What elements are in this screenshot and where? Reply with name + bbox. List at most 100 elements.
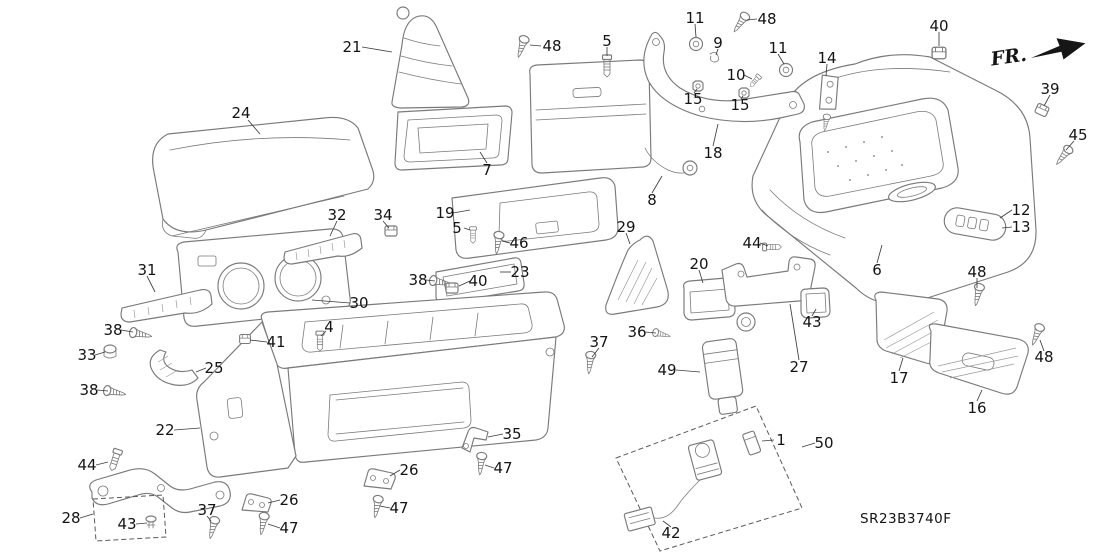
socket-harness-kit-drawing: [615, 405, 803, 552]
tray-panel-drawing: [451, 177, 619, 259]
screw-icon: [651, 327, 672, 341]
part-number-label: 14: [817, 49, 836, 67]
part-number-label: 40: [468, 272, 487, 290]
screw-icon: [474, 451, 488, 477]
part-number-label: 1: [776, 431, 786, 449]
part-number-label: 4: [324, 318, 334, 336]
part-number-label: 21: [342, 38, 361, 56]
part-number-label: 15: [683, 90, 702, 108]
part-number-label: 18: [703, 144, 722, 162]
slide-rail-32-drawing: [283, 233, 363, 265]
screw-icon: [1052, 142, 1076, 169]
direction-indicator: FR.: [988, 38, 1086, 71]
part-number-label: 45: [1068, 126, 1087, 144]
part-number-label: 30: [349, 294, 368, 312]
part-number-label: 11: [685, 9, 704, 27]
part-number-label: 26: [399, 461, 418, 479]
bracket-28-assembly-drawing: [89, 468, 231, 542]
part-number-label: 38: [103, 321, 122, 339]
boot-bezel-drawing: [394, 105, 513, 171]
part-number-label: 27: [789, 358, 808, 376]
side-bracket-25-drawing: [149, 349, 199, 386]
shift-boot-drawing: [391, 6, 470, 109]
pocket-43-drawing: [800, 287, 831, 319]
part-number-label: 41: [266, 333, 285, 351]
part-number-label: 7: [482, 161, 492, 179]
console-stipple: [827, 136, 903, 181]
leader-lines: [79, 18, 1075, 529]
part-number-label: 49: [657, 361, 676, 379]
part-number-label: 8: [647, 191, 657, 209]
clip-icon: [1033, 102, 1051, 118]
clip-icon: [239, 333, 251, 345]
armrest-lid-drawing: [152, 116, 375, 239]
part-number-label: 33: [77, 346, 96, 364]
part-number-label: 48: [1034, 348, 1053, 366]
switch-blank-panel-drawing: [943, 207, 1007, 241]
part-number-label: 9: [713, 34, 723, 52]
part-number-label: 24: [231, 104, 250, 122]
part-number-label: 44: [77, 456, 96, 474]
part-number-label: 42: [661, 524, 680, 542]
part-number-label: 26: [279, 491, 298, 509]
part-number-label: 37: [589, 333, 608, 351]
part-number-label: 19: [435, 204, 454, 222]
part-number-label: 22: [155, 421, 174, 439]
part-number-label: 43: [802, 313, 821, 331]
part-number-label: 36: [627, 323, 646, 341]
part-number-label: 47: [493, 459, 512, 477]
clip-icon: [384, 225, 398, 237]
part-number-label: 6: [872, 261, 882, 279]
part-number-label: 47: [389, 499, 408, 517]
bracket-18-drawing: [643, 31, 805, 123]
part-number-label: 44: [742, 234, 761, 252]
part-number-label: 48: [967, 263, 986, 281]
part-number-label: 31: [137, 261, 156, 279]
console-rear-lid-drawing: [529, 59, 652, 174]
part-number-label: 47: [279, 519, 298, 537]
bracket-35-drawing: [461, 426, 489, 453]
bracket-14-drawing: [818, 74, 839, 110]
grommet-icon: [778, 62, 794, 78]
cup-insert-drawing: [683, 277, 736, 321]
part-number-label: 29: [616, 218, 635, 236]
bracket-26a-drawing: [363, 468, 396, 490]
screw-icon: [1027, 321, 1047, 348]
part-number-label: 38: [408, 271, 427, 289]
part-number-label: 13: [1011, 218, 1030, 236]
part-number-label: 10: [726, 66, 745, 84]
screw-icon: [102, 384, 128, 400]
part-number-label: 5: [602, 32, 612, 50]
part-number-label: 16: [967, 399, 986, 417]
part-number-label: 46: [509, 234, 528, 252]
part-number-label: 39: [1040, 80, 1059, 98]
part-number-label: 28: [61, 509, 80, 527]
part-number-label: 38: [79, 381, 98, 399]
part-number-label: 12: [1011, 201, 1030, 219]
lid-hinge-drawing: [644, 147, 698, 176]
bracket-26b-drawing: [241, 493, 272, 513]
part-number-label: 40: [929, 17, 948, 35]
slide-rail-31-drawing: [120, 289, 213, 323]
knob-33-drawing: [103, 344, 117, 359]
push-clip-icon: [145, 515, 157, 529]
spring-9-drawing: [709, 52, 719, 63]
fr-direction-label: FR.: [988, 44, 1028, 71]
part-number-label: 17: [889, 369, 908, 387]
part-number-label: 23: [510, 263, 529, 281]
part-number-label: 48: [542, 37, 561, 55]
bolt-icon: [762, 242, 782, 252]
clip-icon: [445, 282, 459, 294]
part-number-label: 43: [117, 515, 136, 533]
grommet-icon: [688, 36, 704, 52]
part-number-label: 11: [768, 39, 787, 57]
screw-icon: [128, 326, 154, 342]
part-number-label: 37: [197, 501, 216, 519]
part-number-label: 32: [327, 206, 346, 224]
screw-icon: [204, 514, 221, 541]
clip-icon: [931, 46, 947, 60]
bracket-27-drawing: [721, 256, 816, 307]
